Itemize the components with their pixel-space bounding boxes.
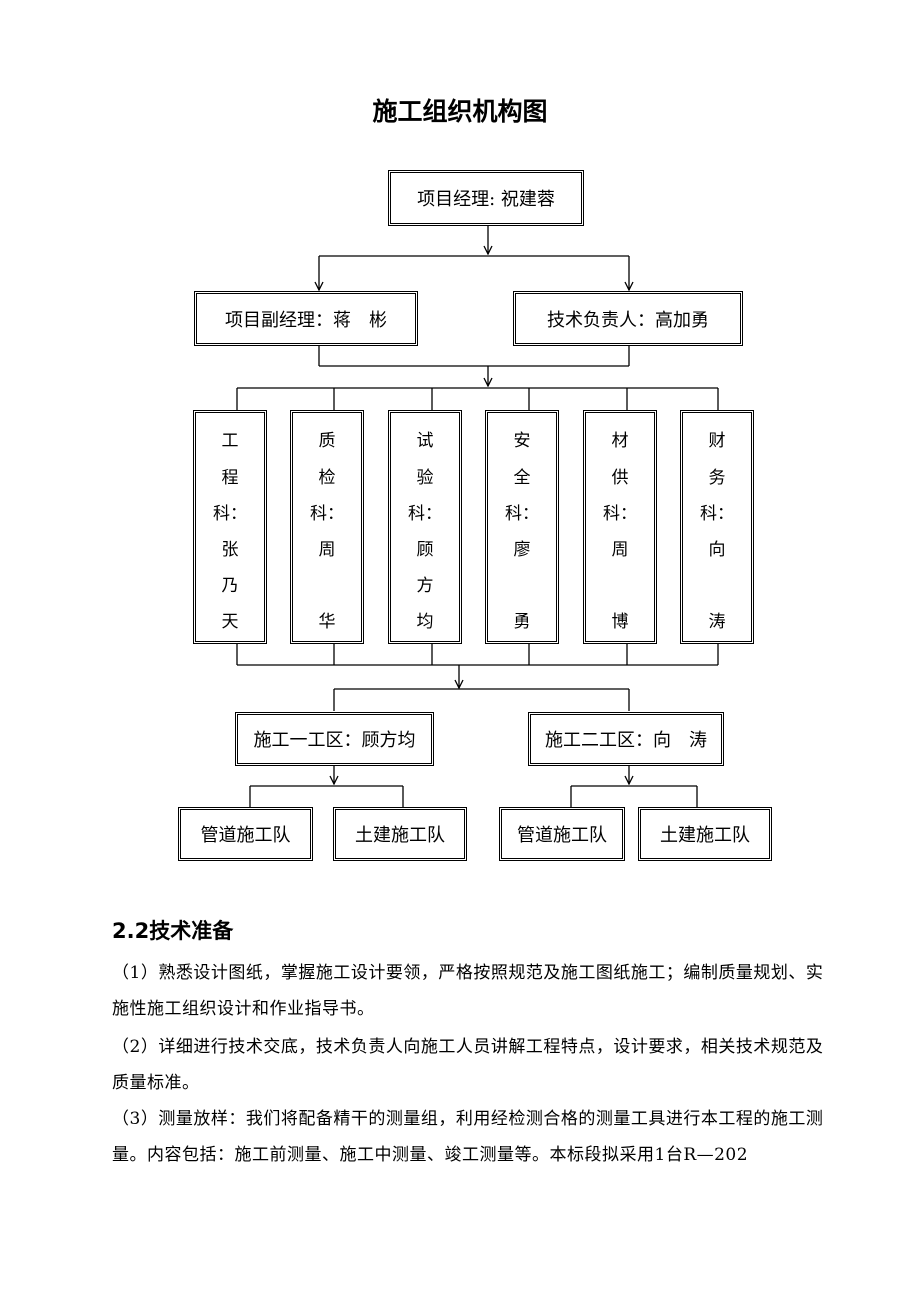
dept-char: 天	[221, 612, 239, 632]
dept-char: 方	[416, 576, 434, 596]
deputy-manager-box: 项目副经理：蒋 彬	[194, 291, 418, 346]
dept-char: 试	[416, 431, 434, 451]
dept-char: 科：	[213, 504, 247, 524]
dept-char: 向	[708, 540, 726, 560]
dept-char: 质	[318, 431, 336, 451]
zone-2-box: 施工二工区：向 涛	[528, 712, 724, 766]
dept-char: 廖	[513, 540, 531, 560]
dept-char: 华	[318, 612, 336, 632]
page-title: 施工组织机构图	[372, 97, 548, 126]
dept-char: 验	[416, 468, 434, 488]
dept-char: 张	[221, 540, 239, 560]
dept-char: 涛	[708, 612, 726, 632]
dept-char: 财	[708, 431, 726, 451]
dept-char: 科：	[310, 504, 344, 524]
dept-char: 安	[513, 431, 531, 451]
dept-testing-box: 试 验 科： 顾 方 均	[388, 410, 462, 644]
dept-char: 工	[221, 431, 239, 451]
dept-char: 程	[221, 468, 239, 488]
dept-materials-box: 材 供 科： 周 博	[583, 410, 657, 644]
dept-char: 科：	[408, 504, 442, 524]
dept-finance-box: 财 务 科： 向 涛	[680, 410, 754, 644]
dept-char: 博	[611, 612, 629, 632]
section-heading: 2.2技术准备	[112, 919, 234, 943]
dept-safety-box: 安 全 科： 廖 勇	[485, 410, 559, 644]
dept-char: 周	[611, 540, 629, 560]
project-manager-box: 项目经理: 祝建蓉	[388, 170, 584, 226]
dept-char: 务	[708, 468, 726, 488]
zone-1-box: 施工一工区：顾方均	[235, 712, 434, 766]
dept-quality-box: 质 检 科： 周 华	[290, 410, 364, 644]
dept-char: 科：	[603, 504, 637, 524]
paragraph: （2）详细进行技术交底，技术负责人向施工人员讲解工程特点，设计要求，相关技术规范…	[112, 1037, 824, 1093]
team-pipeline-2-box: 管道施工队	[499, 807, 625, 861]
tech-lead-box: 技术负责人：高加勇	[513, 291, 743, 346]
dept-char: 科：	[505, 504, 539, 524]
paragraph: （3）测量放样：我们将配备精干的测量组，利用经检测合格的测量工具进行本工程的施工…	[112, 1109, 824, 1165]
dept-char: 检	[318, 468, 336, 488]
dept-char: 材	[611, 431, 629, 451]
dept-engineering-box: 工 程 科： 张 乃 天	[193, 410, 267, 644]
dept-char: 均	[416, 612, 434, 632]
paragraph: （1）熟悉设计图纸，掌握施工设计要领，严格按照规范及施工图纸施工；编制质量规划、…	[112, 963, 824, 1019]
team-civil-1-box: 土建施工队	[333, 807, 467, 861]
dept-char: 科：	[700, 504, 734, 524]
dept-char: 全	[513, 468, 531, 488]
team-pipeline-1-box: 管道施工队	[178, 807, 313, 861]
dept-char: 勇	[513, 612, 531, 632]
dept-char: 供	[611, 468, 629, 488]
dept-char: 周	[318, 540, 336, 560]
dept-char: 乃	[221, 576, 239, 596]
team-civil-2-box: 土建施工队	[638, 807, 772, 861]
dept-char: 顾	[416, 540, 434, 560]
